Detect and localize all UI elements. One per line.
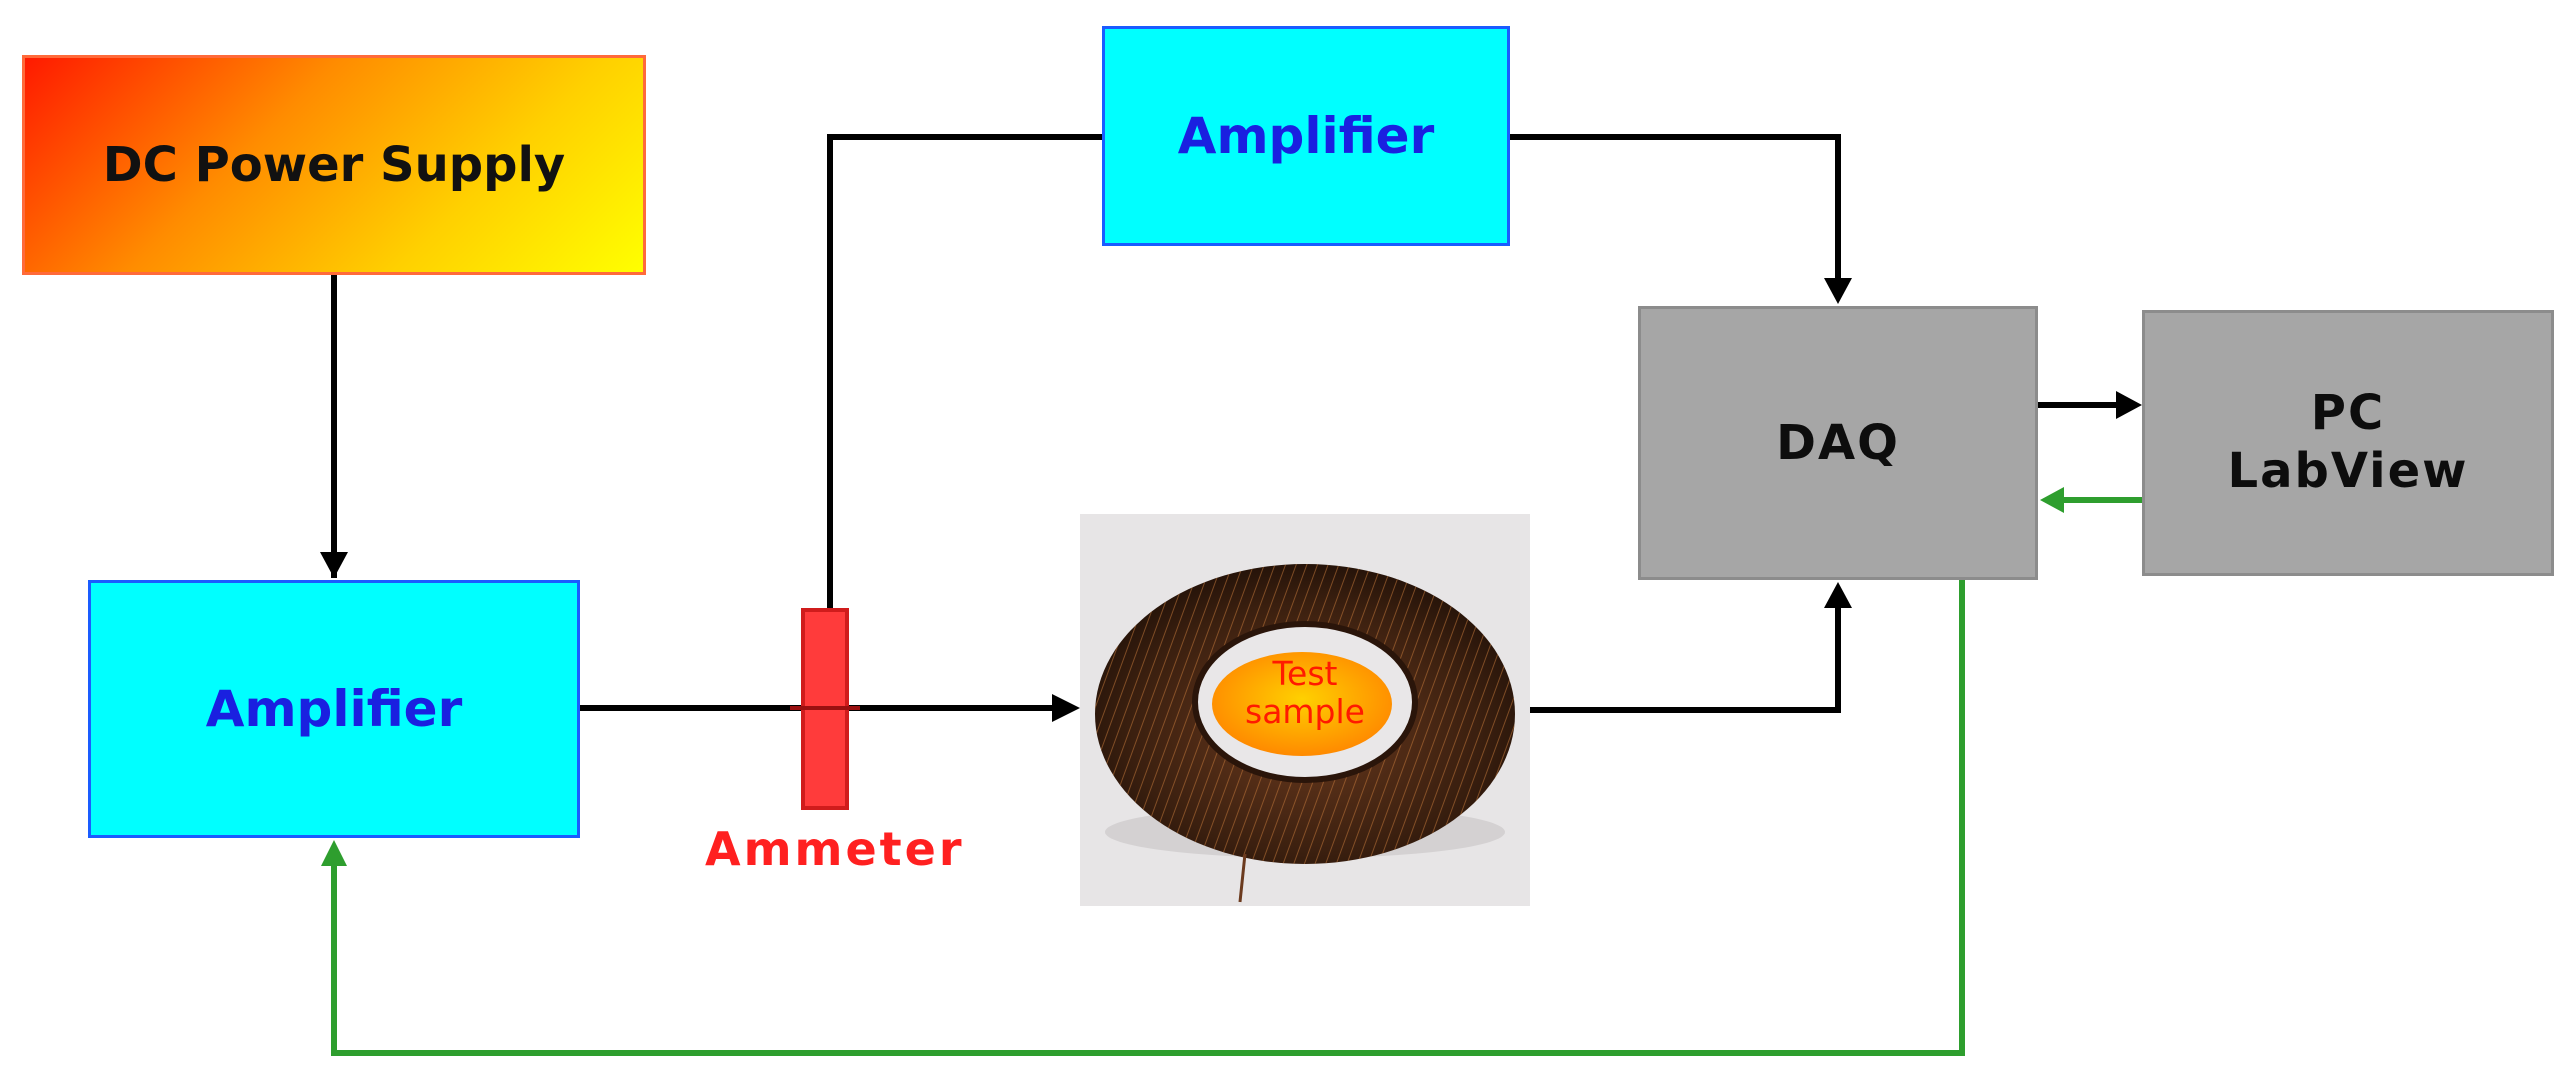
dc-power-supply-block: DC Power Supply — [22, 55, 646, 275]
daq-block: DAQ — [1638, 306, 2038, 580]
wire-ammeter-to-amplifier-top — [827, 134, 1102, 612]
toroid-coil-image — [1095, 564, 1515, 903]
test-sample-label: Test sample — [1210, 655, 1400, 731]
arrowhead-feedback-loop — [321, 840, 347, 866]
ammeter-symbol — [790, 608, 860, 810]
amplifier-left-label: Amplifier — [205, 680, 463, 738]
toroid-photo — [1080, 514, 1530, 906]
arrowhead-psu-to-amplifier — [320, 552, 348, 578]
amplifier-top-block: Amplifier — [1102, 26, 1510, 246]
test-sample-line2: sample — [1245, 691, 1365, 731]
arrowhead-amplifier-to-sample — [1052, 694, 1080, 722]
labview-label: LabView — [2227, 443, 2469, 499]
arrowhead-pc-to-daq — [2040, 487, 2064, 513]
pc-label: PC — [2310, 385, 2386, 442]
arrowhead-sample-to-daq — [1824, 582, 1852, 608]
test-sample-line1: Test — [1272, 654, 1338, 693]
ammeter-label: Ammeter — [705, 822, 965, 876]
dc-power-supply-label: DC Power Supply — [102, 137, 566, 193]
daq-label: DAQ — [1776, 415, 1900, 471]
wire-feedback-loop — [331, 580, 1965, 1056]
pc-labview-block: PC LabView — [2142, 310, 2554, 576]
arrowhead-amplifier-top-to-daq — [1824, 278, 1852, 304]
amplifier-top-label: Amplifier — [1177, 107, 1435, 165]
wire-amplifier-top-to-daq — [1510, 134, 1841, 280]
arrowhead-daq-to-pc — [2116, 391, 2142, 419]
wire-sample-to-daq — [1530, 608, 1841, 713]
amplifier-left-block: Amplifier — [88, 580, 580, 838]
test-sample-disc — [1212, 652, 1392, 756]
